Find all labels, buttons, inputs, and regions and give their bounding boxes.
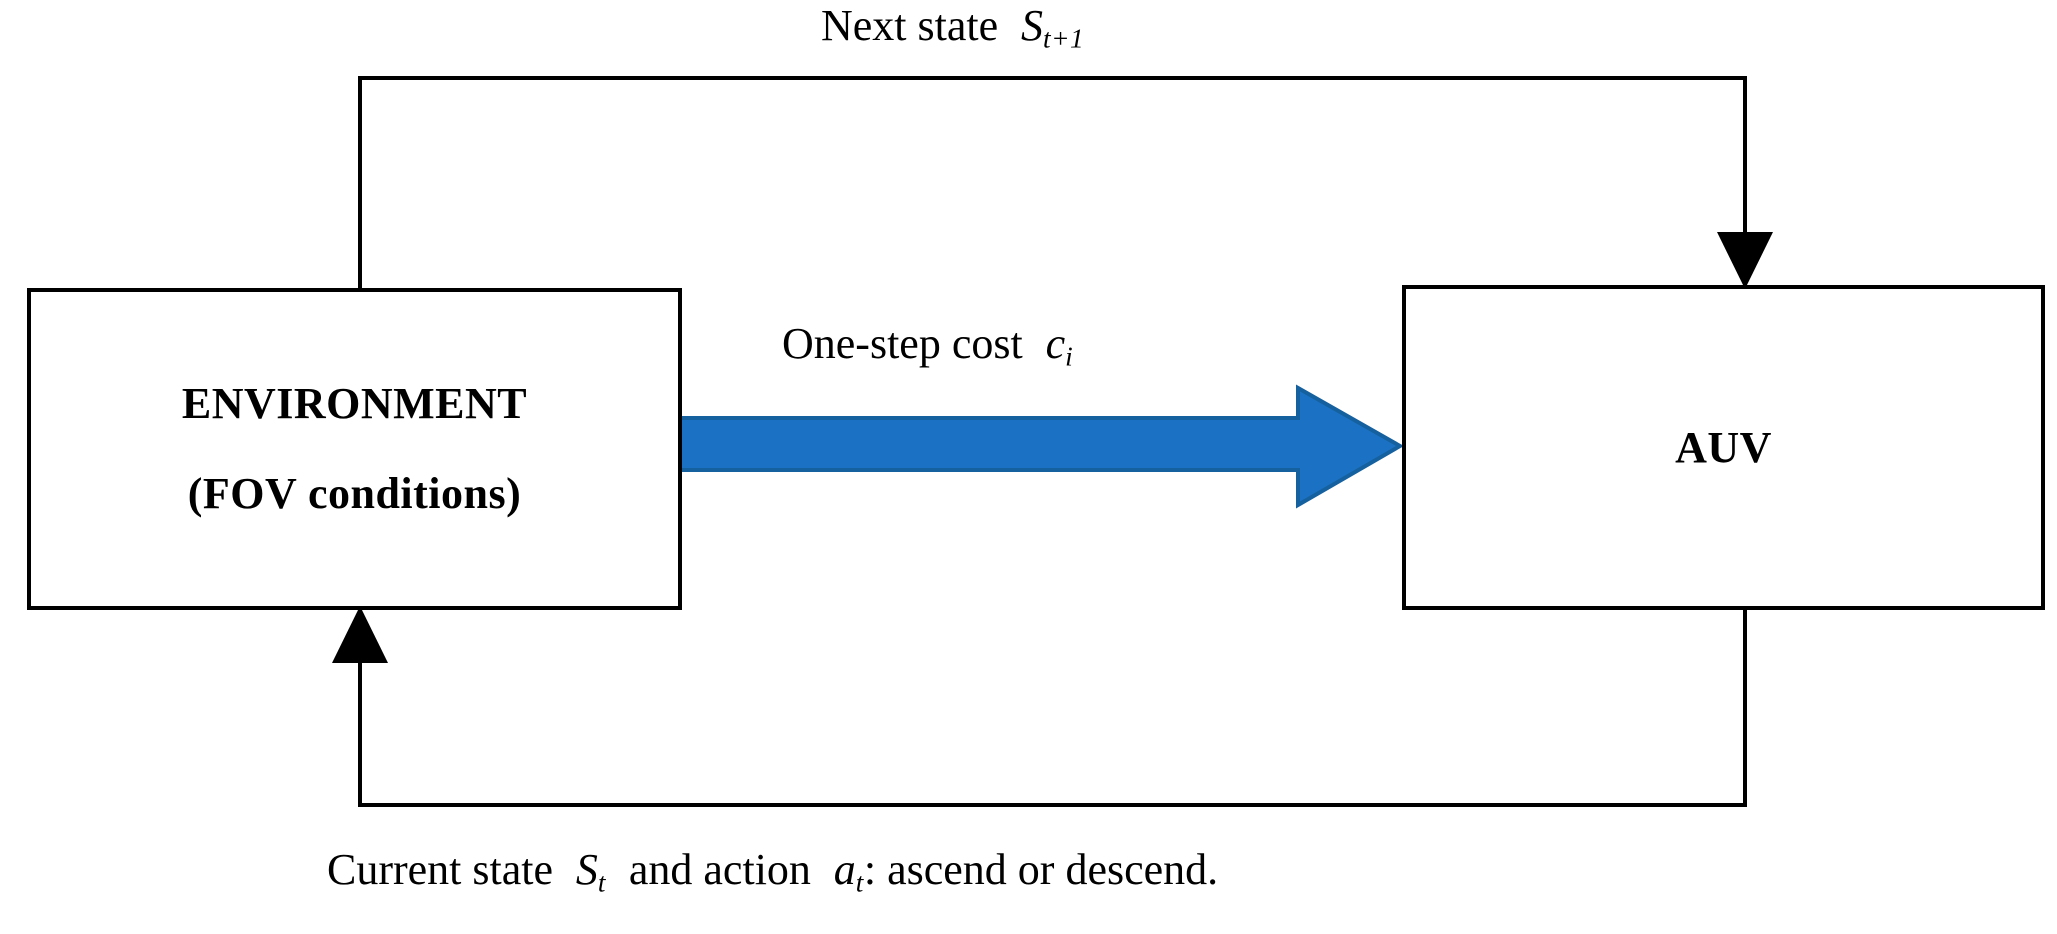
one-step-cost-symbol: c	[1045, 319, 1066, 368]
action-subscript: t	[855, 867, 864, 898]
auv-title: AUV	[1675, 422, 1772, 472]
next-state-edge-path	[358, 76, 1747, 290]
next-state-subscript: t+1	[1043, 23, 1085, 54]
and-action-text: and action	[628, 845, 811, 894]
auv-node: AUV	[1402, 285, 2045, 610]
one-step-cost-subscript: i	[1065, 341, 1074, 372]
environment-title: ENVIRONMENT	[181, 379, 528, 428]
one-step-cost-label-text: One-step cost	[782, 319, 1023, 368]
current-state-subscript: t	[597, 867, 606, 898]
environment-node: ENVIRONMENT (FOV conditions)	[27, 288, 682, 610]
current-state-symbol: S	[575, 845, 598, 894]
action-symbol: a	[833, 845, 856, 894]
one-step-cost-arrow	[678, 384, 1405, 509]
current-state-label-text: Current state	[327, 845, 554, 894]
one-step-cost-label: One-step cost ci	[782, 322, 1073, 371]
next-state-symbol: S	[1021, 1, 1044, 50]
current-state-edge-path	[358, 608, 1747, 807]
next-state-arrowhead	[1717, 232, 1773, 289]
next-state-label: Next state St+1	[821, 4, 1084, 53]
environment-subtitle: (FOV conditions)	[187, 469, 522, 518]
action-description-text: : ascend or descend.	[863, 845, 1219, 894]
current-state-arrowhead	[332, 606, 388, 663]
next-state-label-text: Next state	[821, 1, 999, 50]
